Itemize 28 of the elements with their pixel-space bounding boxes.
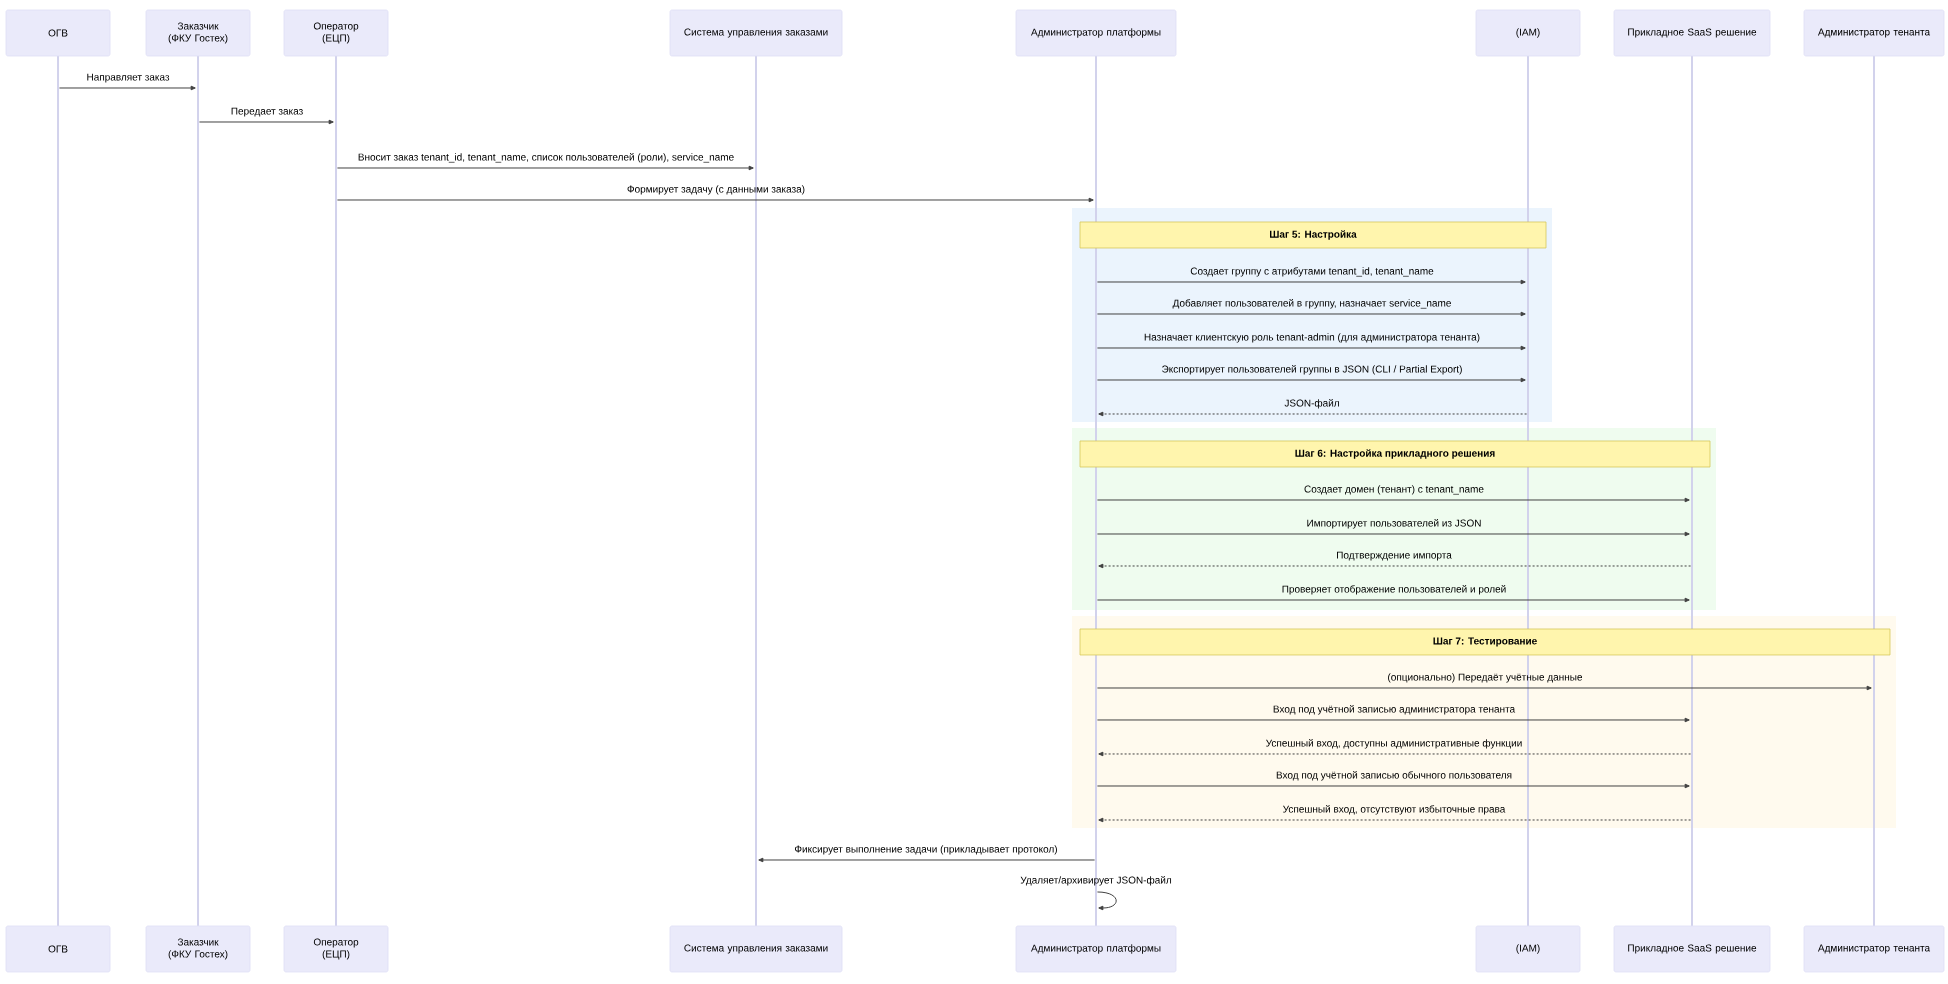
message-arrow	[1096, 685, 1872, 691]
lifeline	[1095, 56, 1097, 926]
message-arrow	[758, 857, 1096, 863]
lifeline	[755, 56, 757, 926]
message-arrow	[1098, 563, 1692, 569]
lifeline	[335, 56, 337, 926]
message-arrow	[1098, 817, 1692, 823]
message-arrow	[1096, 377, 1526, 383]
message-arrow	[1096, 531, 1690, 537]
lifeline	[1873, 56, 1875, 926]
message-arrow	[1096, 279, 1526, 285]
message-arrow	[1096, 311, 1526, 317]
message-arrow	[1098, 751, 1692, 757]
lifeline	[197, 56, 199, 926]
message-arrow	[1096, 891, 1117, 911]
message-arrow	[1096, 783, 1690, 789]
message-arrow	[1096, 597, 1690, 603]
message-arrow	[58, 85, 196, 91]
message-arrow	[1096, 497, 1690, 503]
message-arrow	[336, 165, 754, 171]
message-arrow	[1096, 345, 1526, 351]
lifeline	[1527, 56, 1529, 926]
message-arrow	[1096, 717, 1690, 723]
lifeline	[57, 56, 60, 926]
message-arrow	[1098, 411, 1528, 417]
message-arrow	[198, 119, 334, 125]
message-arrow	[336, 197, 1094, 203]
lifeline	[1691, 56, 1693, 926]
